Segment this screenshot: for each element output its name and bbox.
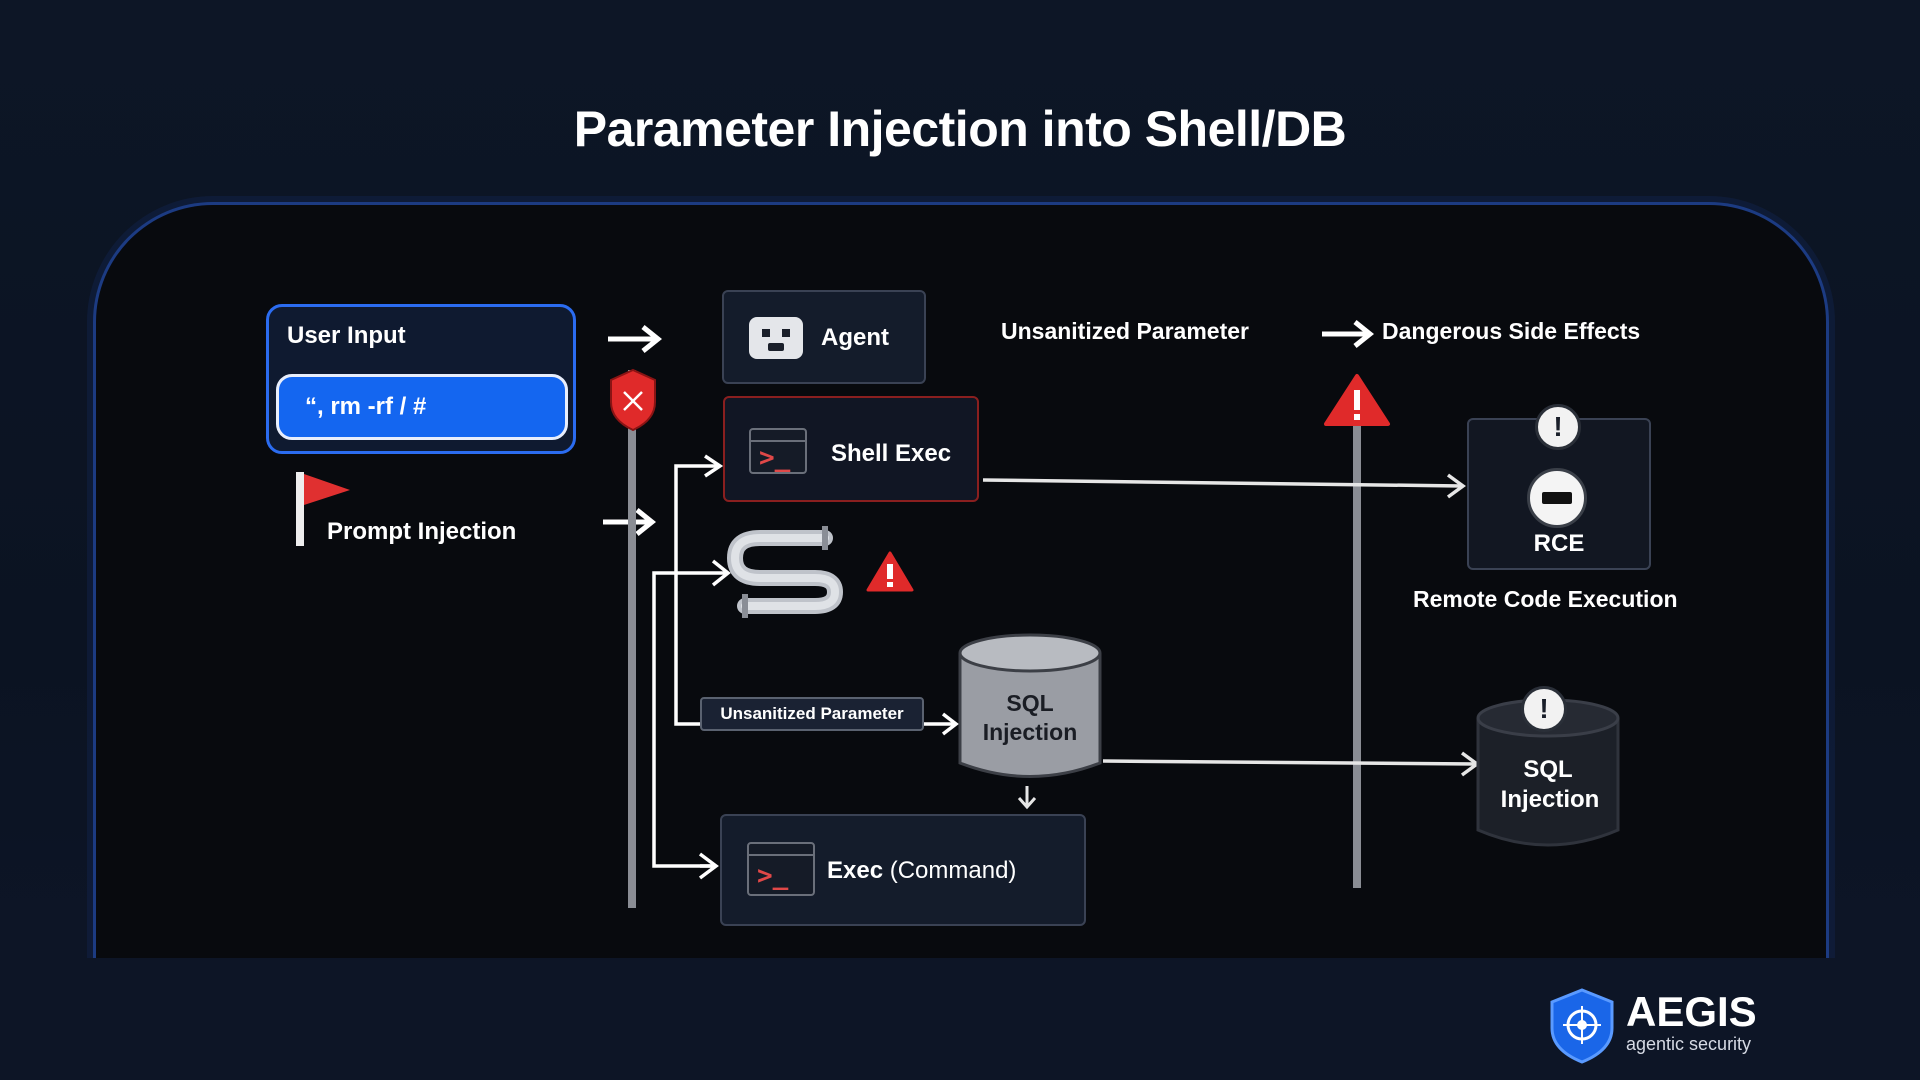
shell-exec-label: Shell Exec <box>831 440 952 467</box>
sql-db-line1: SQL <box>1006 690 1054 716</box>
pipe-icon <box>726 526 844 618</box>
payload-field: “, rm -rf / # <box>276 374 568 440</box>
arrow-input-to-agent <box>608 325 663 353</box>
sql-result-line1: SQL <box>1523 756 1573 783</box>
exclamation-icon: ! <box>1535 404 1581 450</box>
arrow-prompt <box>603 508 657 536</box>
sql-result-line2: Injection <box>1500 786 1600 813</box>
flag-icon <box>296 472 350 546</box>
agent-label: Agent <box>821 324 889 351</box>
unsanitized-parameter-tag: Unsanitized Parameter <box>700 697 924 731</box>
barrier-right <box>1353 422 1361 888</box>
warning-icon <box>1324 374 1390 426</box>
robot-icon <box>749 317 803 359</box>
page-title: Parameter Injection into Shell/DB <box>573 101 1347 157</box>
exclamation-icon: ! <box>1521 686 1567 732</box>
connector-branches <box>652 454 959 880</box>
rce-caption: Remote Code Execution <box>1413 586 1678 612</box>
sql-db-line2: Injection <box>982 719 1078 745</box>
dangerous-header: Dangerous Side Effects <box>1382 318 1641 344</box>
arrow-to-dangerous <box>1322 320 1375 348</box>
arrow-db-down <box>1017 786 1037 810</box>
brand-name: AEGIS <box>1626 988 1757 1035</box>
database-icon <box>1476 698 1620 847</box>
arrow-shell-to-rce <box>982 473 1466 499</box>
brand-tagline: agentic security <box>1626 1034 1752 1054</box>
terminal-icon: >_ <box>747 842 815 896</box>
prompt-injection-label: Prompt Injection <box>327 518 517 545</box>
shield-logo-icon <box>1550 988 1614 1064</box>
exec-label: Exec (Command) <box>827 857 1016 885</box>
user-input-label: User Input <box>287 322 406 349</box>
unsanitized-header: Unsanitized Parameter <box>1001 318 1249 344</box>
barrier-left <box>628 370 636 908</box>
exec-label-strong: Exec <box>827 857 884 884</box>
stop-icon <box>1527 468 1587 528</box>
exec-label-detail: (Command) <box>889 857 1017 884</box>
rce-label: RCE <box>1533 530 1585 557</box>
arrow-db-to-sql <box>1102 751 1480 777</box>
database-icon <box>958 633 1102 778</box>
terminal-icon: >_ <box>749 428 807 474</box>
warning-icon <box>866 551 914 592</box>
shield-x-icon <box>610 368 656 432</box>
